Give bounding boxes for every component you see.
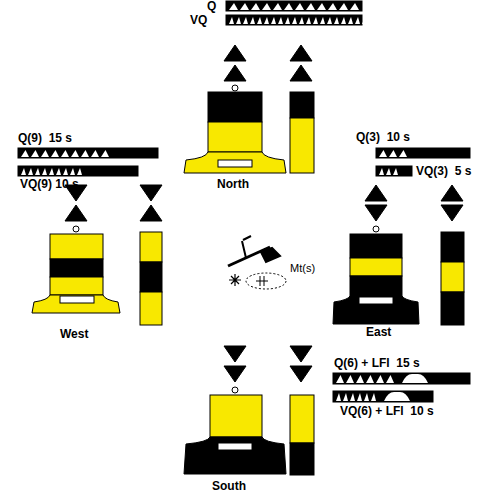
cardinal-name: South [212, 480, 246, 493]
light-character: Q(3) 10 s [356, 131, 410, 144]
light-character: VQ [190, 14, 207, 27]
chart-symbol-label: Mt(s) [290, 262, 315, 275]
light-character: VQ(3) 5 s [416, 165, 471, 178]
cardinal-name: East [366, 326, 391, 339]
light-character: VQ(9) 10 s [20, 178, 79, 191]
light-character: Q(9) 15 s [18, 132, 72, 145]
cardinal-name: West [60, 328, 88, 341]
light-character: VQ(6) + LFl 10 s [340, 405, 434, 418]
light-character: Q [207, 0, 216, 13]
light-character: Q(6) + LFl 15 s [334, 357, 420, 370]
cardinal-name: North [217, 178, 249, 191]
